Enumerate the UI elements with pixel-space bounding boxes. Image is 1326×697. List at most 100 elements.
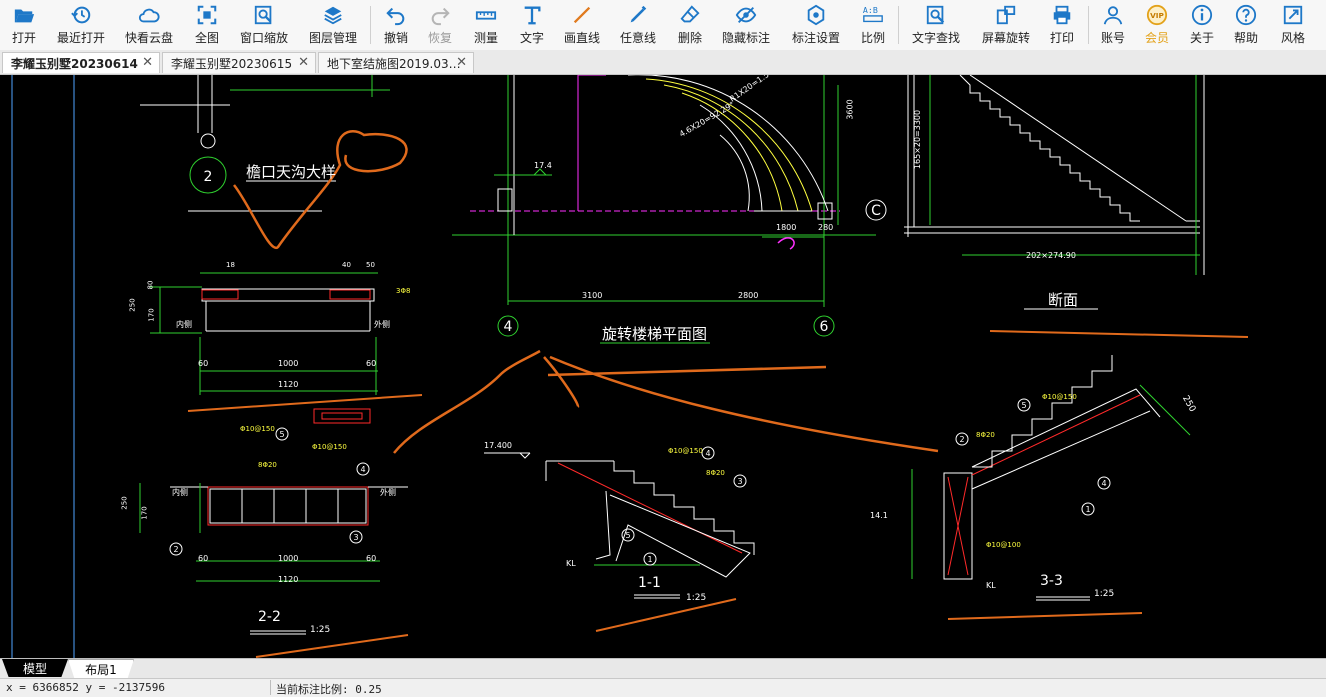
recent-open-button[interactable]: 最近打开 xyxy=(54,0,108,50)
document-tab-bar: 李耀玉别墅20230614 ✕ 李耀玉别墅20230615 ✕ 地下室结施图20… xyxy=(0,50,1326,75)
vip-icon: VIP xyxy=(1146,4,1168,26)
scale-button[interactable]: A:B 比例 xyxy=(854,0,892,50)
text-search-icon xyxy=(926,5,945,25)
rebar-text: 3Φ8 xyxy=(396,287,411,295)
hide-annotation-button[interactable]: 隐藏标注 xyxy=(718,0,774,50)
delete-label: 删除 xyxy=(677,31,702,45)
open-button[interactable]: 打开 xyxy=(2,0,46,50)
about-button[interactable]: 关于 xyxy=(1182,0,1222,50)
user-icon xyxy=(1103,6,1123,25)
annotation-text: 内侧 xyxy=(176,320,192,329)
toolbar-divider xyxy=(1088,6,1089,44)
scale-text: 1:25 xyxy=(310,625,331,635)
rebar-callout: 4 xyxy=(1101,479,1106,488)
dimension-text: 60 xyxy=(198,554,209,563)
style-icon xyxy=(1283,5,1303,25)
layers-icon xyxy=(324,6,342,25)
document-tab[interactable]: 地下室结施图2019.03… ✕ xyxy=(318,52,474,73)
rebar-callout: 1 xyxy=(1085,505,1090,514)
tab-model[interactable]: 模型 xyxy=(2,659,68,677)
eraser-icon xyxy=(680,5,700,23)
elevation-text: 17.400 xyxy=(484,441,512,450)
tab-layout1[interactable]: 布局1 xyxy=(68,659,134,679)
dimension-text: 1120 xyxy=(278,575,299,584)
freehand-line-button[interactable]: 任意线 xyxy=(616,0,660,50)
freehand-line-label: 任意线 xyxy=(619,31,656,45)
document-tab[interactable]: 李耀玉别墅20230614 ✕ xyxy=(2,52,160,73)
cloud-disk-label: 快看云盘 xyxy=(124,31,173,45)
printer-icon xyxy=(1053,5,1071,25)
dimension-text: 3600 xyxy=(845,99,855,120)
close-icon[interactable]: ✕ xyxy=(456,55,467,70)
detail-title: 3-3 xyxy=(1040,573,1063,589)
grid-bubble-2: 2 xyxy=(204,169,213,185)
toolbar: 打开 最近打开 快看云盘 全图 窗口缩放 图层管理 撤销 恢复 测量 文字 画直… xyxy=(0,0,1326,51)
dimension-text: 1800 xyxy=(776,223,797,232)
annotation-text: KL xyxy=(566,559,576,568)
toolbar-divider xyxy=(370,6,371,44)
undo-icon xyxy=(386,7,405,26)
svg-text:A:B: A:B xyxy=(863,5,878,15)
rebar-callout: 5 xyxy=(625,531,630,540)
annotation-settings-icon xyxy=(807,4,825,26)
text-search-button[interactable]: 文字查找 xyxy=(906,0,966,50)
account-button[interactable]: 账号 xyxy=(1094,0,1132,50)
history-icon xyxy=(71,6,91,24)
undo-label: 撤销 xyxy=(383,31,408,45)
draw-line-button[interactable]: 画直线 xyxy=(560,0,604,50)
text-search-label: 文字查找 xyxy=(911,31,960,45)
dimension-text: 60 xyxy=(366,359,377,368)
layer-manager-label: 图层管理 xyxy=(308,31,357,45)
detail-title: 檐口天沟大样 xyxy=(246,163,337,181)
cad-drawing: 2 4 6 C 5 2 4 3 4 3 5 1 5 2 1 4 xyxy=(11,75,1249,658)
measure-icon xyxy=(475,11,497,20)
dimension-text: 18 xyxy=(226,261,235,269)
help-label: 帮助 xyxy=(1233,31,1258,45)
folder-open-icon xyxy=(14,9,35,23)
redo-button[interactable]: 恢复 xyxy=(420,0,460,50)
annotation-text: 外侧 xyxy=(380,488,396,497)
cloud-disk-button[interactable]: 快看云盘 xyxy=(122,0,176,50)
screen-rotate-button[interactable]: 屏幕旋转 xyxy=(976,0,1036,50)
document-tab[interactable]: 李耀玉别墅20230615 ✕ xyxy=(162,52,316,73)
detail-title: 旋转楼梯平面图 xyxy=(602,325,708,343)
close-icon[interactable]: ✕ xyxy=(142,55,153,70)
cloud-icon xyxy=(138,8,160,23)
info-icon xyxy=(1191,4,1213,26)
scale-icon: A:B xyxy=(863,5,883,23)
annotation-settings-button[interactable]: 标注设置 xyxy=(786,0,846,50)
layer-manager-button[interactable]: 图层管理 xyxy=(304,0,362,50)
elevation-text: 14.1 xyxy=(870,511,888,520)
help-button[interactable]: 帮助 xyxy=(1226,0,1266,50)
vip-button[interactable]: VIP 会员 xyxy=(1138,0,1176,50)
annotation-settings-label: 标注设置 xyxy=(791,31,840,45)
print-button[interactable]: 打印 xyxy=(1042,0,1082,50)
status-divider xyxy=(270,680,271,695)
detail-title: 2-2 xyxy=(258,609,281,625)
annotation-text: 外侧 xyxy=(374,320,390,329)
rebar-text: 8Φ20 xyxy=(976,431,995,439)
line-icon xyxy=(573,6,591,24)
text-button[interactable]: 文字 xyxy=(512,0,552,50)
dimension-text: 165×20=3300 xyxy=(913,109,923,170)
dimension-text: 2800 xyxy=(738,291,759,300)
dimension-text: 80 xyxy=(146,280,155,290)
style-button[interactable]: 风格 xyxy=(1272,0,1314,50)
delete-button[interactable]: 删除 xyxy=(670,0,710,50)
drawing-canvas[interactable]: 2 4 6 C 5 2 4 3 4 3 5 1 5 2 1 4 檐口天沟大样 旋… xyxy=(0,75,1326,658)
dimension-text: 40 xyxy=(342,261,351,269)
account-label: 账号 xyxy=(1100,31,1125,45)
close-icon[interactable]: ✕ xyxy=(298,55,309,70)
dimension-text: 170 xyxy=(147,308,156,322)
rebar-text: Φ10@150 xyxy=(1042,393,1077,401)
dimension-text: 170 xyxy=(140,506,149,520)
rebar-callout: 1 xyxy=(647,555,652,564)
dimension-text: 1120 xyxy=(278,380,299,389)
rebar-text: Φ10@150 xyxy=(312,443,347,451)
annotation-text: KL xyxy=(986,581,996,590)
measure-button[interactable]: 测量 xyxy=(466,0,506,50)
window-zoom-button[interactable]: 窗口缩放 xyxy=(236,0,292,50)
full-view-button[interactable]: 全图 xyxy=(186,0,228,50)
undo-button[interactable]: 撤销 xyxy=(376,0,416,50)
scale-text: 1:25 xyxy=(686,593,707,603)
